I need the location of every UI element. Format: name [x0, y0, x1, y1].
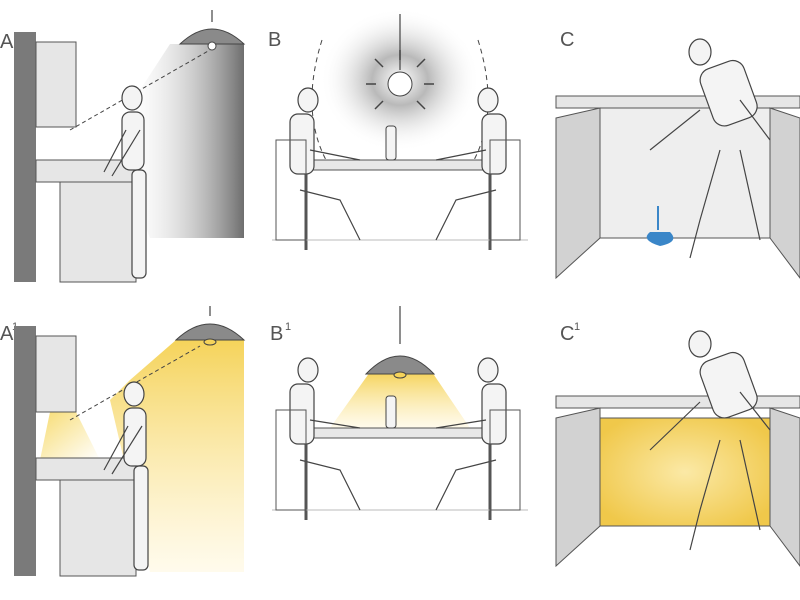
sink-cabinet-interior	[599, 107, 771, 239]
base-cabinet	[59, 181, 137, 283]
person-figure-left	[275, 357, 361, 511]
under-cabinet-light	[40, 412, 100, 460]
wine-bottle-icon	[385, 125, 397, 161]
person-figure-left	[275, 87, 361, 241]
dining-table	[297, 427, 499, 439]
panel-a: A	[0, 10, 246, 283]
glare-bulb-icon	[366, 14, 434, 110]
cabinet-door-left	[555, 407, 601, 568]
panel-c1: C 1	[555, 321, 800, 568]
pendant-lamp-icon	[174, 306, 246, 346]
cabinet-door-right	[769, 407, 800, 567]
upper-cabinet	[35, 41, 77, 128]
panel-label-a1: A	[0, 323, 14, 345]
panel-a1: A 1	[0, 306, 246, 577]
countertop	[555, 95, 800, 109]
panel-label-c1: C	[560, 323, 574, 345]
panel-b1: B 1	[270, 306, 528, 520]
person-figure	[649, 38, 771, 259]
warm-light-area	[330, 372, 470, 428]
dining-table	[297, 159, 499, 171]
countertop	[35, 159, 137, 183]
shadow-area	[120, 44, 244, 238]
person-figure	[649, 330, 771, 551]
panel-label-b: B	[268, 29, 281, 51]
panel-label-b1: B	[270, 323, 283, 345]
person-figure	[103, 381, 149, 571]
wall	[14, 326, 36, 576]
panel-c: C	[555, 29, 800, 280]
wine-bottle-icon	[385, 395, 397, 429]
panel-label-c: C	[560, 29, 574, 51]
person-figure-right	[435, 357, 521, 511]
sink-cabinet-interior-lit	[599, 417, 771, 527]
cabinet-door-right	[769, 107, 800, 279]
panel-label-c1-sup: 1	[574, 321, 580, 333]
pendant-lamp-icon	[364, 306, 436, 379]
panel-label-b1-sup: 1	[285, 321, 291, 333]
person-figure	[103, 85, 147, 279]
cabinet-door-left	[555, 107, 601, 280]
countertop	[555, 395, 800, 409]
wall	[14, 32, 36, 282]
spill-icon	[646, 232, 674, 246]
person-figure-right	[435, 87, 521, 241]
upper-cabinet	[35, 335, 77, 413]
panel-b: B	[268, 8, 528, 250]
pendant-lamp-icon	[178, 10, 246, 51]
panel-label-a: A	[0, 31, 14, 53]
